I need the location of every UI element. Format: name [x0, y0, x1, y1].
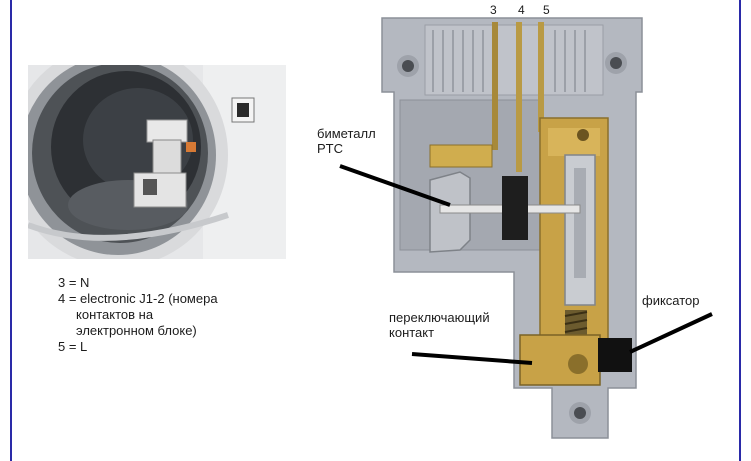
- terminal-number-5: 5: [543, 3, 550, 17]
- terminal-number-3: 3: [490, 3, 497, 17]
- legend-line-contacts: контактов на: [76, 307, 154, 322]
- label-ptc: PTC: [317, 141, 343, 156]
- legend-line-board: электронном блоке): [76, 323, 197, 338]
- frame-right-border: [739, 0, 741, 461]
- label-latch: фиксатор: [642, 293, 700, 308]
- label-bimetal: биметалл: [317, 126, 376, 141]
- label-contact: контакт: [389, 325, 435, 340]
- terminal-legend: 3 = N 4 = electronic J1-2 (номера контак…: [58, 275, 218, 355]
- terminal-pins: [492, 22, 544, 172]
- ptc-block: [502, 176, 528, 240]
- label-switching: переключающий: [389, 310, 490, 325]
- latch-pointer: [629, 312, 713, 354]
- frame-left-border: [10, 0, 12, 461]
- switch-pointer: [411, 352, 533, 365]
- terminal-block: [424, 24, 604, 96]
- washer-door-photo: [28, 65, 286, 259]
- switching-contact: [519, 334, 601, 386]
- latch-block: [598, 338, 632, 372]
- bimetal-pointer: [339, 164, 451, 207]
- legend-line-electronic: 4 = electronic J1-2 (номера: [58, 291, 218, 306]
- legend-line-n: 3 = N: [58, 275, 90, 290]
- terminal-number-4: 4: [518, 3, 525, 17]
- legend-line-l: 5 = L: [58, 339, 88, 354]
